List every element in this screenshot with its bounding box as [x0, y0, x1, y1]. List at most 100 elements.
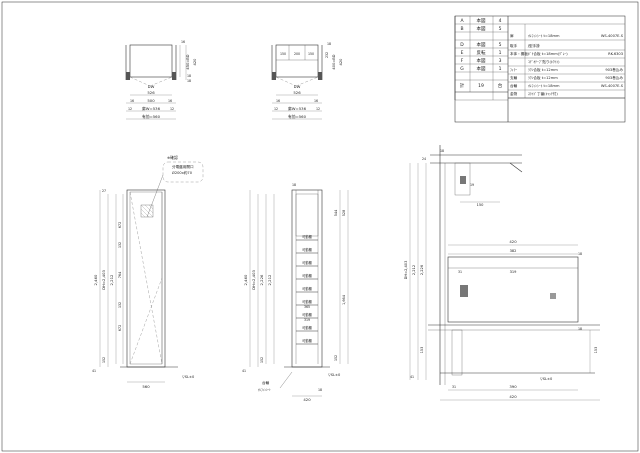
spec-label: 金物 — [510, 91, 518, 96]
row-b-label: 本図 — [477, 25, 486, 32]
plan-left-dw: DW — [148, 84, 155, 89]
front-2212: 2,212 — [109, 274, 114, 285]
row-d-key: D — [460, 42, 464, 48]
shelf-label: 可動棚 — [302, 273, 312, 278]
row-a-label: 本図 — [477, 17, 486, 24]
spec-value: ﾎﾟﾘ合板 t=18mm(ｸﾞﾚｰ) — [528, 51, 568, 56]
plan-right-200: 200 — [294, 52, 300, 56]
inside-dh: DH=2,403 — [251, 270, 256, 290]
section-153a: 153 — [420, 347, 424, 353]
plan-left-effective: 有効=560 — [142, 114, 161, 119]
plan-view-left: DW 526 500 16 16 12 扉W=536 12 有効=560 420… — [125, 40, 197, 120]
spec-code: 903巻込み — [605, 67, 623, 72]
plan-left-bd: 450=BD — [186, 54, 190, 69]
spec-label: 支輪 — [510, 75, 518, 80]
row-b-key: B — [460, 26, 463, 32]
front-672a: 672 — [118, 222, 122, 228]
spec-label: 扉 — [510, 33, 514, 38]
inside-18b: 18 — [318, 388, 322, 392]
front-sl: ▽SL±0 — [182, 375, 195, 379]
inside-1664: 1,664 — [342, 295, 346, 305]
row-g-key: G — [460, 66, 464, 72]
inside-2212: 2,212 — [267, 274, 272, 285]
plan-right-420: 420 — [339, 58, 343, 66]
spec-code: WS-4007E-S — [601, 84, 624, 88]
row-f-num: 3 — [499, 58, 502, 64]
callout-title: ※確認 — [167, 155, 178, 160]
section-420-top: 420 — [509, 239, 517, 244]
shelf-label: 可動棚 — [302, 234, 312, 239]
spec-value: J型手掛 — [527, 43, 540, 48]
section-382: 382 — [510, 249, 517, 253]
spec-value: ｽﾗｲﾄﾞ丁番(ｷｬｯﾁ付) — [528, 91, 558, 96]
row-f-key: F — [461, 58, 464, 64]
front-764: 764 — [118, 272, 122, 278]
section-view: 24 18 150 19 420 382 31 319 DH=2,403 2,2… — [404, 145, 600, 401]
inside-2226: 2,226 — [259, 274, 264, 285]
callout-sub: 分電盤用開口 — [172, 164, 194, 169]
row-b-num: 5 — [499, 26, 502, 32]
inside-2460: 2,460 — [243, 274, 248, 285]
inside-18a: 18 — [292, 183, 296, 187]
plan-right-bd: 400=BD — [332, 54, 336, 69]
row-e-label: 反転 — [477, 49, 486, 56]
title-table: A 本図 4 B 本図 5 D 本図 5 E 反転 1 F 本図 3 G 本図 … — [454, 15, 626, 123]
row-g-label: 本図 — [477, 65, 486, 72]
section-319: 319 — [510, 270, 518, 274]
spec-value: ｵﾚﾌｨﾝｼｰﾄ t=18mm — [528, 83, 560, 88]
section-2212: 2,212 — [412, 265, 416, 275]
section-2226: 2,226 — [420, 264, 424, 275]
plan-right-effective: 有効=560 — [288, 114, 307, 119]
front-132b: 132 — [118, 302, 122, 308]
section-18b: 18 — [578, 252, 582, 256]
shelf-label: 可動棚 — [302, 312, 312, 317]
spec-value: ｵﾚﾌｨﾝｼｰﾄ t=18mm — [528, 33, 560, 38]
section-31a: 31 — [458, 270, 462, 274]
shelf-label: 可動棚 — [302, 325, 312, 330]
spec-code: 903巻込み — [605, 75, 623, 80]
plan-left-18b: 18 — [187, 79, 191, 83]
section-24: 24 — [422, 157, 426, 161]
total-num: 19 — [478, 83, 484, 89]
total-label: 計 — [460, 82, 465, 89]
spec-label: ﾌｨﾗｰ — [510, 68, 517, 72]
front-27: 27 — [102, 189, 106, 193]
section-18c: 18 — [578, 327, 582, 331]
inside-319: 319 — [304, 318, 310, 322]
front-dh: DH=2,403 — [101, 270, 106, 290]
inside-528: 528 — [342, 210, 346, 216]
section-153b: 153 — [594, 347, 598, 353]
front-132a: 132 — [118, 242, 122, 248]
shelf-label: 可動棚 — [302, 286, 312, 291]
spec-value: ﾗﾜﾝ合板 t=12mm — [528, 75, 558, 80]
inside-365: 365 — [304, 305, 310, 309]
section-420-bottom: 420 — [509, 394, 517, 399]
plan-left-500: 500 — [147, 98, 155, 103]
spec-value: ﾗﾜﾝ合板 t=12mm — [528, 67, 558, 72]
section-31b: 31 — [452, 385, 456, 389]
inside-420: 420 — [303, 397, 311, 402]
inside-152a: 152 — [260, 357, 264, 363]
front-152: 152 — [102, 357, 106, 363]
section-150: 150 — [477, 203, 485, 207]
plan-right-150a: 150 — [280, 52, 286, 56]
shelf-label: 可動棚 — [302, 299, 312, 304]
inside-152b: 152 — [334, 355, 338, 361]
row-g-num: 1 — [499, 66, 502, 72]
front-672b: 672 — [118, 325, 122, 331]
section-sl: ▽SL±0 — [540, 377, 553, 381]
plan-left-door-w: 扉W=536 — [142, 106, 161, 111]
row-a-key: A — [460, 18, 464, 24]
plan-right-12b: 12 — [316, 107, 320, 111]
spec-code: RK-6303 — [608, 52, 623, 56]
callout-size: Ø200x約70 — [172, 170, 193, 175]
inside-plinth-mat: ｵﾚﾌｨﾝｼｰﾄ — [258, 388, 271, 392]
shelf-label: 可動棚 — [302, 247, 312, 252]
inside-plinth: 台輪 — [262, 380, 270, 385]
plan-right-232: 232 — [325, 52, 329, 58]
spec-label: 本体・棚板 — [510, 51, 528, 56]
row-a-num: 4 — [499, 18, 502, 24]
